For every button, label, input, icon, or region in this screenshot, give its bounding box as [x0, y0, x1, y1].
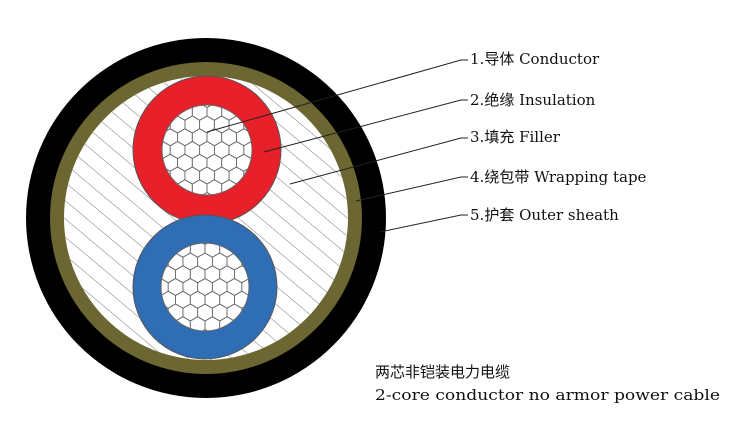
leader-line-filler	[289, 137, 468, 185]
conductor-core-1	[161, 104, 253, 196]
label-conductor: 1.导体 Conductor	[470, 50, 600, 68]
conductor-core-2	[160, 242, 250, 332]
conductor-strand	[184, 192, 201, 195]
conductor-strand	[213, 192, 230, 195]
leader-line-conductor	[206, 59, 468, 133]
caption-english: 2-core conductor no armor power cable	[375, 386, 720, 404]
leader-line-insulation	[263, 99, 468, 153]
conductor-strand	[197, 329, 213, 331]
leader-line-wrapping-tape	[355, 176, 468, 202]
label-insulation: 2.绝缘 Insulation	[470, 91, 596, 109]
leader-line-outer-sheath	[379, 214, 468, 233]
label-outer-sheath: 5.护套 Outer sheath	[470, 206, 619, 224]
label-filler: 3.填充 Filler	[470, 128, 561, 146]
label-wrapping-tape: 4.绕包带 Wrapping tape	[470, 168, 647, 186]
conductor-strand	[199, 192, 215, 195]
caption-chinese: 两芯非铠装电力电缆	[375, 363, 510, 381]
